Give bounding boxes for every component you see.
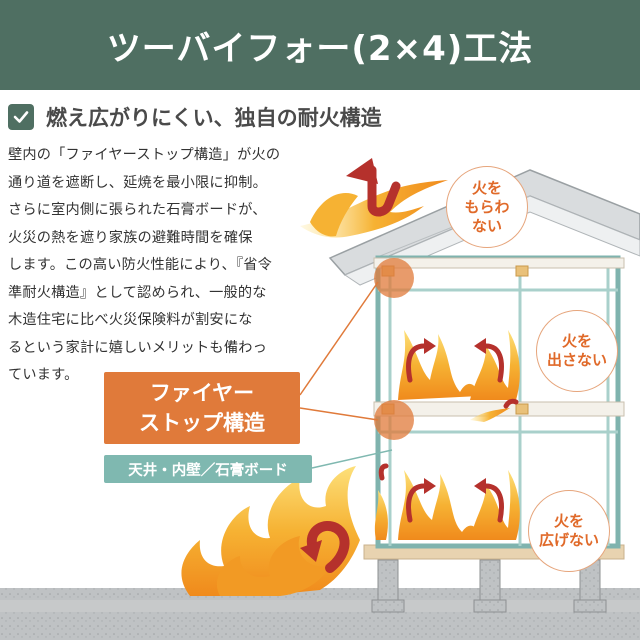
page-header: ツーバイフォー(2×4)工法 [0,0,640,90]
section-heading-row: 燃え広がりにくい、独自の耐火構造 [8,102,382,132]
description-line: 通り道を遮断し、延焼を最小限に抑制。 [8,174,267,191]
floor-beams [373,257,625,417]
description-line: ています。 [8,367,79,383]
page-title: ツーバイフォー(2×4)工法 [106,28,534,69]
gypsum-board-label-text: 天井・内壁／石膏ボード [128,462,288,479]
gypsum-board-label: 天井・内壁／石膏ボード [104,455,312,483]
section-heading: 燃え広がりにくい、独自の耐火構造 [46,106,382,130]
bubble-line: 広げない [538,531,599,549]
lower-room-flames [398,470,520,540]
leader-line-board [311,449,393,469]
fire-stop-label-line1: ファイヤー [149,381,255,405]
leader-line-upper [299,281,379,396]
leader-line-lower [299,407,379,421]
floor-gap-flame [470,408,510,422]
description-text: 壁内の「ファイヤーストップ構造」が火の 通り道を遮断し、延焼を最小限に抑制。 さ… [8,142,300,390]
bubble-no-receive-fire: 火を もらわ ない [446,166,528,248]
description-line: るという家計に嬉しいメリットも備わっ [8,339,267,356]
description-line: 木造住宅に比べ火災保険料が割安にな [8,312,253,328]
bubble-line: 火を [553,512,584,530]
bubble-no-spread-fire: 火を 広げない [528,490,610,572]
wall-flame [374,490,388,540]
ground-strip [0,600,640,612]
bubble-no-emit-fire: 火を 出さない [536,310,618,392]
bubble-line: ない [471,216,502,235]
red-arrowheads [424,338,486,494]
checkbox-check-icon [8,104,34,130]
foundation [371,559,607,613]
red-arrows [378,343,519,523]
bubble-line: もらわ [464,197,510,216]
bubble-line: 出さない [546,351,607,369]
description-line: さらに室内側に張られた石膏ボードが、 [8,202,267,218]
description-line: 火災の熱を遮り家族の避難時間を確保 [8,229,253,246]
roof-fire [300,158,448,238]
ground-slab [0,588,640,640]
ground-fire [181,466,360,596]
fire-stop-label: ファイヤー ストップ構造 [104,372,300,444]
description-line: します。この高い防火性能により、『省令 [8,257,272,273]
description-line: 準耐火構造』として認められ、一般的な [8,284,267,301]
fire-stop-label-line2: ストップ構造 [139,411,265,435]
upper-room-flames [398,330,520,400]
bubble-line: 火を [561,332,592,350]
bubble-line: 火を [471,178,502,197]
fire-stop-highlight-upper [374,258,414,298]
description-line: 壁内の「ファイヤーストップ構造」が火の [8,147,281,163]
fire-stop-highlight-lower [374,400,414,440]
